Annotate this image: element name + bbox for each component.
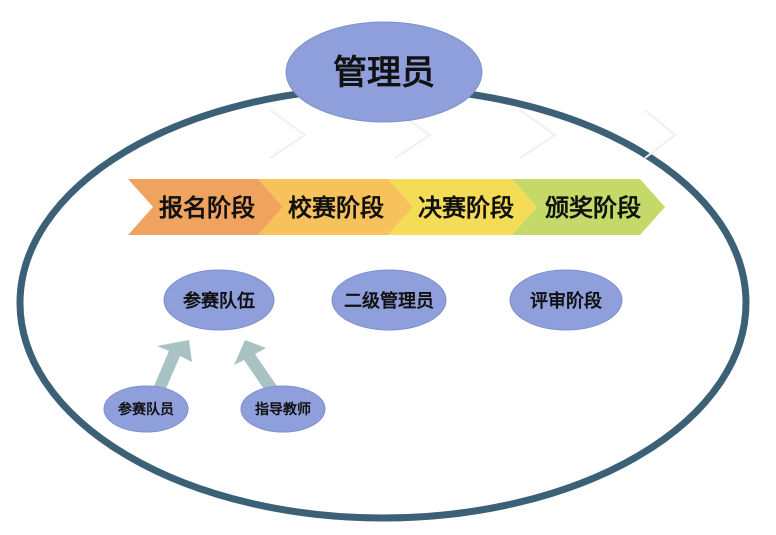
teacher-ellipse — [240, 385, 326, 433]
member-node: 参赛队员 — [103, 385, 189, 433]
member-ellipse — [103, 385, 189, 433]
sub-admin-label: 二级管理员 — [344, 290, 434, 312]
sub-admin-node: 二级管理员 — [331, 269, 447, 331]
teacher-label: 指导教师 — [255, 401, 311, 418]
sub-admin-ellipse — [331, 269, 447, 331]
stage-label-3: 决赛阶段 — [418, 194, 514, 222]
team-label: 参赛队伍 — [183, 290, 255, 312]
member-to-team-arrow — [154, 340, 192, 391]
admin-label: 管理员 — [333, 53, 435, 93]
admin-ellipse — [285, 21, 483, 123]
teacher-node: 指导教师 — [240, 385, 326, 433]
stage-label-1: 报名阶段 — [159, 194, 255, 222]
stage-bar: 报名阶段 校赛阶段 决赛阶段 颁奖阶段 — [128, 179, 665, 235]
admin-node: 管理员 — [285, 21, 483, 123]
stage-chevron-4 — [512, 179, 665, 235]
stage-label-2: 校赛阶段 — [288, 194, 384, 222]
review-node: 评审阶段 — [509, 269, 623, 331]
member-label: 参赛队员 — [118, 401, 174, 418]
team-node: 参赛队伍 — [163, 269, 275, 331]
team-ellipse — [163, 269, 275, 331]
stage-label-4: 颁奖阶段 — [545, 194, 641, 222]
stage-chevron-3 — [388, 179, 537, 235]
review-label: 评审阶段 — [530, 290, 603, 312]
teacher-to-team-arrow — [234, 340, 279, 395]
review-ellipse — [509, 269, 623, 331]
stage-chevron-2 — [258, 179, 413, 235]
stage-chevron-1 — [128, 179, 283, 235]
